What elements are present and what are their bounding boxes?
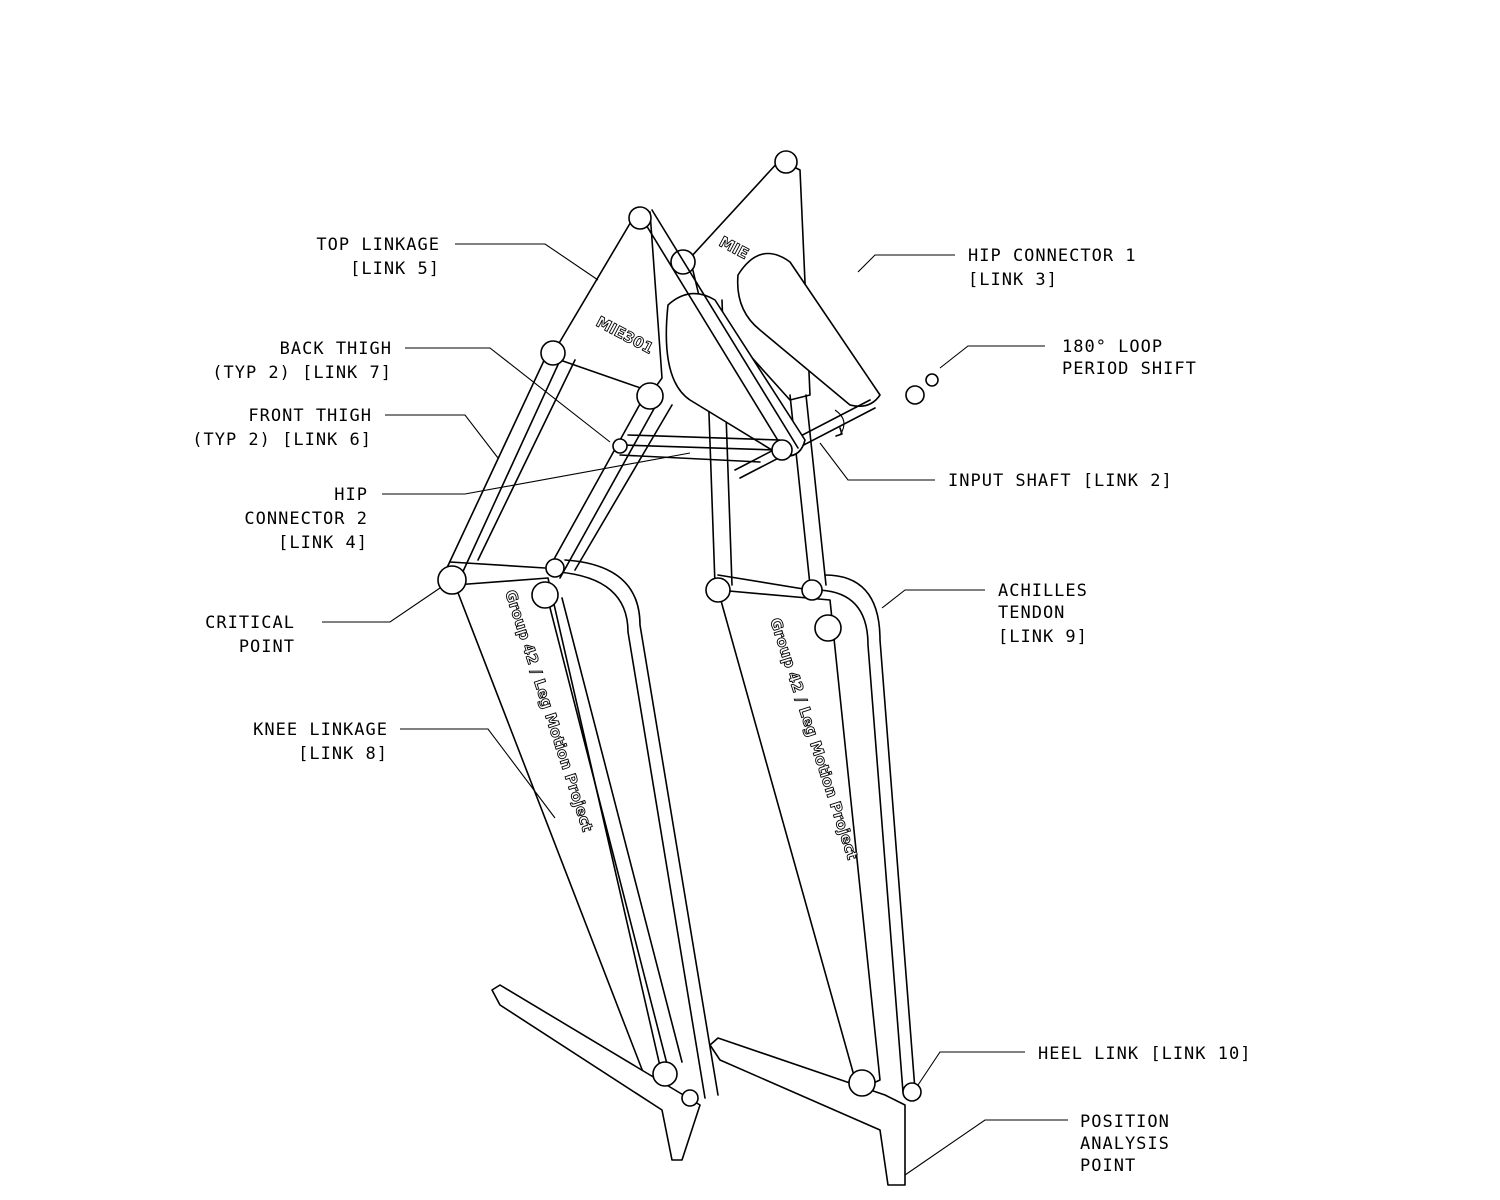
left-leg bbox=[437, 206, 806, 1161]
left-achilles bbox=[557, 559, 719, 1099]
right-knee-joint-mid bbox=[801, 579, 823, 601]
back-thigh-bar bbox=[444, 351, 576, 579]
label-position-point-1: POSITION bbox=[1080, 1112, 1170, 1132]
left-foot bbox=[491, 984, 701, 1161]
label-input-shaft: INPUT SHAFT [LINK 2] bbox=[948, 471, 1173, 491]
right-achilles bbox=[814, 574, 916, 1093]
label-hip-connector-1-1: HIP CONNECTOR 1 bbox=[968, 246, 1137, 266]
label-loop-shift-1: 180° LOOP bbox=[1062, 337, 1163, 357]
label-hip-connector-2-1: HIP bbox=[334, 485, 368, 505]
label-knee-linkage-1: KNEE LINKAGE bbox=[253, 720, 388, 740]
right-knee-joint-front bbox=[705, 577, 731, 603]
hip-connector-2-joint bbox=[612, 438, 628, 454]
leader-hip-connector-1 bbox=[857, 254, 955, 273]
label-hip-connector-2-2: CONNECTOR 2 bbox=[244, 509, 368, 529]
label-heel-link: HEEL LINK [LINK 10] bbox=[1038, 1044, 1251, 1064]
hip-connector-2-bar bbox=[619, 434, 781, 463]
right-heel-link-joint bbox=[902, 1082, 922, 1102]
label-achilles-1: ACHILLES bbox=[998, 581, 1088, 601]
label-critical-point-1: CRITICAL bbox=[205, 613, 295, 633]
label-loop-shift-2: PERIOD SHIFT bbox=[1062, 359, 1197, 379]
label-top-linkage-2: [LINK 5] bbox=[350, 259, 440, 279]
left-knee-joint-back bbox=[531, 581, 559, 609]
left-shin-bar bbox=[547, 597, 683, 1069]
right-shaft-end bbox=[905, 385, 925, 405]
leader-hip-connector-2 bbox=[382, 452, 691, 495]
label-front-thigh-2: (TYP 2) [LINK 6] bbox=[192, 430, 372, 450]
back-thigh-top-joint bbox=[540, 340, 566, 366]
leader-heel-link bbox=[917, 1051, 1025, 1086]
label-achilles-3: [LINK 9] bbox=[998, 627, 1088, 647]
leader-critical-point bbox=[322, 587, 441, 623]
front-thigh-bar bbox=[547, 394, 673, 579]
label-hip-connector-1-2: [LINK 3] bbox=[968, 270, 1058, 290]
right-knee-plate bbox=[717, 589, 881, 1091]
input-shaft-arrowhead bbox=[835, 427, 843, 437]
front-thigh-top-joint bbox=[636, 382, 664, 410]
leader-input-shaft bbox=[819, 442, 935, 481]
label-knee-linkage-2: [LINK 8] bbox=[298, 744, 388, 764]
label-critical-point-2: POINT bbox=[239, 637, 295, 657]
label-achilles-2: TENDON bbox=[998, 603, 1065, 623]
left-heel-joint bbox=[652, 1061, 678, 1087]
left-knee-joint-front bbox=[545, 558, 565, 578]
label-position-point-3: POINT bbox=[1080, 1156, 1136, 1176]
leader-front-thigh bbox=[385, 414, 499, 459]
right-foot bbox=[709, 1037, 906, 1186]
leader-knee-linkage bbox=[400, 728, 556, 819]
leader-achilles bbox=[881, 589, 985, 609]
label-top-linkage-1: TOP LINKAGE bbox=[316, 235, 440, 255]
right-heel-joint bbox=[848, 1069, 876, 1097]
label-back-thigh-2: (TYP 2) [LINK 7] bbox=[212, 363, 392, 383]
label-hip-connector-2-3: [LINK 4] bbox=[278, 533, 368, 553]
right-leg bbox=[670, 150, 939, 1186]
left-heel-link-joint bbox=[681, 1089, 699, 1107]
label-front-thigh-1: FRONT THIGH bbox=[248, 406, 372, 426]
loop-shift-pin bbox=[925, 373, 939, 387]
top-linkage-bar bbox=[639, 209, 799, 453]
label-position-point-2: ANALYSIS bbox=[1080, 1134, 1170, 1154]
knee-cross-bar bbox=[449, 561, 546, 569]
critical-point-joint bbox=[437, 565, 467, 595]
callout-labels: TOP LINKAGE [LINK 5] BACK THIGH (TYP 2) … bbox=[192, 235, 1251, 1176]
right-thigh-bar-b bbox=[789, 394, 827, 586]
right-hip-connector-plate bbox=[736, 252, 881, 408]
top-linkage-joint bbox=[628, 206, 652, 230]
leader-back-thigh bbox=[405, 347, 611, 443]
input-shaft-crank bbox=[771, 439, 793, 461]
leaders bbox=[322, 243, 1068, 1176]
right-top-joint bbox=[774, 150, 798, 174]
leader-top-linkage bbox=[455, 243, 599, 281]
right-knee-joint-back bbox=[814, 614, 842, 642]
leader-position-point bbox=[904, 1119, 1068, 1176]
leader-loop-shift bbox=[939, 345, 1045, 369]
label-back-thigh-1: BACK THIGH bbox=[280, 339, 392, 359]
top-linkage-plate bbox=[554, 211, 663, 393]
